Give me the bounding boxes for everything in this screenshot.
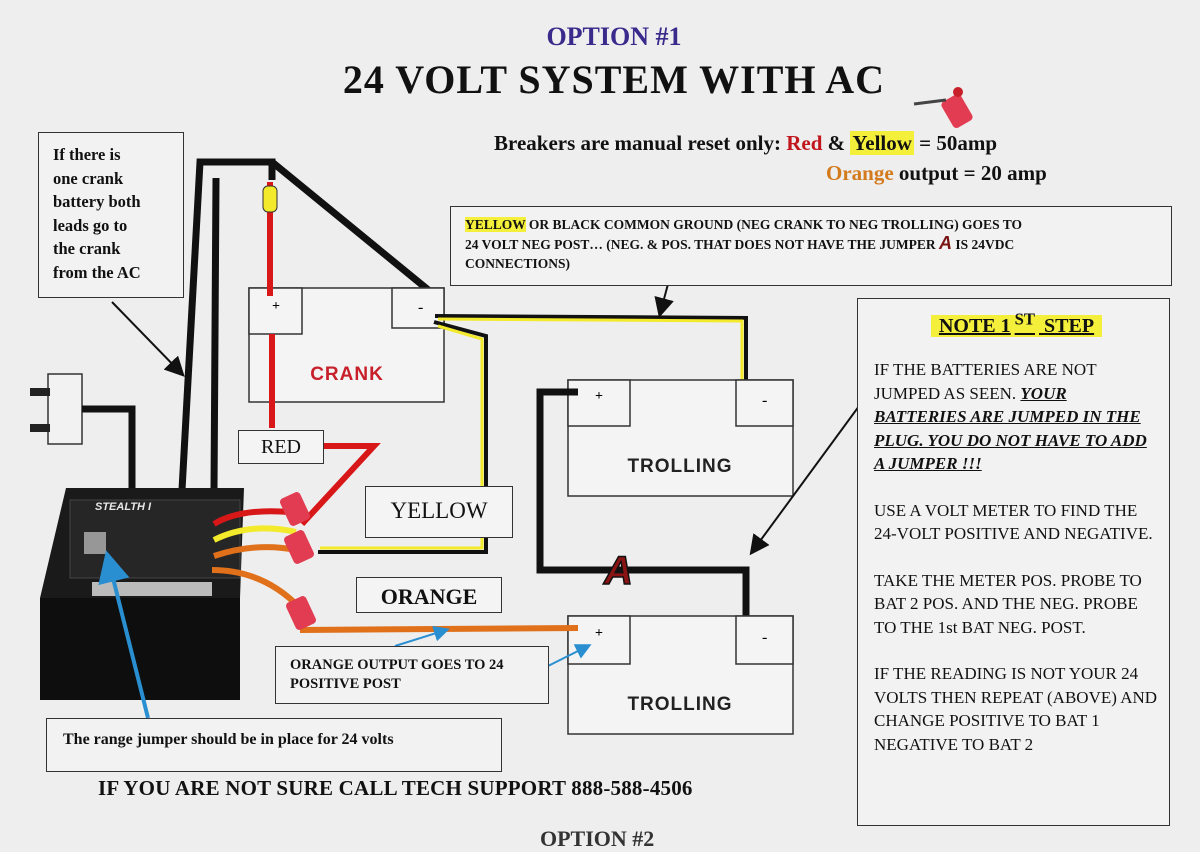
trolling2-neg-terminal: - bbox=[762, 629, 767, 646]
breaker-icon bbox=[913, 87, 973, 129]
orange-wire-label: ORANGE bbox=[356, 577, 502, 613]
crank-note-arrow bbox=[111, 301, 185, 377]
orange-note-arrow-2 bbox=[547, 644, 592, 667]
breakers-legend: Breakers are manual reset only: Red & Ye… bbox=[494, 131, 998, 155]
breakers-rating: = 50amp bbox=[919, 131, 998, 155]
orange-output-note: ORANGE OUTPUT GOES TO 24 POSITIVE POST bbox=[275, 646, 549, 704]
step-paragraph-4: IF THE READING IS NOT YOUR 24 VOLTS THEN… bbox=[874, 664, 1158, 754]
crank-battery-label: CRANK bbox=[310, 364, 384, 385]
trolling1-pos-terminal: + bbox=[595, 389, 603, 404]
next-option-title: OPTION #2 bbox=[540, 826, 655, 851]
orange-output-value: output = 20 amp bbox=[898, 161, 1047, 185]
trolling-battery-1: + - TROLLING bbox=[567, 379, 794, 497]
jumper-wire bbox=[536, 388, 750, 630]
crank-pos-terminal: + bbox=[272, 299, 280, 314]
ground-note-arrow bbox=[654, 283, 674, 318]
black-leads bbox=[178, 158, 435, 491]
breakers bbox=[280, 492, 316, 630]
ac-plug bbox=[30, 373, 136, 488]
page-title: 24 VOLT SYSTEM WITH AC bbox=[342, 57, 886, 102]
range-jumper-arrow bbox=[98, 550, 150, 719]
charger-unit: STEALTH I bbox=[40, 488, 244, 700]
step-paragraph-2: USE A VOLT METER TO FIND THE 24-VOLT POS… bbox=[874, 500, 1153, 544]
trolling-battery-2: + - TROLLING bbox=[567, 615, 794, 735]
breakers-prefix: Breakers are manual reset only bbox=[494, 131, 774, 155]
charger-output-wires bbox=[211, 508, 301, 609]
ground-note: YELLOW OR BLACK COMMON GROUND (NEG CRANK… bbox=[450, 206, 1172, 286]
red-wire-label: RED bbox=[238, 430, 324, 464]
crank-note: If there is one crank battery both leads… bbox=[38, 132, 184, 298]
step-paragraph-1: IF THE BATTERIES ARE NOT JUMPED AS SEEN.… bbox=[874, 360, 1147, 474]
trolling1-battery-label: TROLLING bbox=[627, 456, 732, 477]
breakers-orange: Orange bbox=[826, 161, 894, 185]
crank-neg-terminal: - bbox=[418, 299, 423, 316]
orange-output-legend: Orange output = 20 amp bbox=[826, 161, 1047, 186]
orange-note-arrow-1 bbox=[394, 625, 450, 647]
breakers-red: Red bbox=[786, 131, 823, 155]
step-paragraph-3: TAKE THE METER POS. PROBE TO BAT 2 POS. … bbox=[874, 570, 1142, 637]
crank-battery: + - CRANK bbox=[248, 287, 445, 403]
jumper-a-label: A bbox=[603, 549, 633, 593]
trolling1-neg-terminal: - bbox=[762, 392, 767, 409]
trolling2-battery-label: TROLLING bbox=[627, 694, 732, 715]
charger-brand: STEALTH I bbox=[95, 501, 152, 513]
breakers-yellow: Yellow bbox=[850, 131, 914, 155]
yellow-wire-label: YELLOW bbox=[365, 486, 513, 538]
orange-wire bbox=[299, 625, 579, 633]
trolling2-pos-terminal: + bbox=[595, 626, 603, 641]
red-wire bbox=[262, 182, 381, 527]
range-jumper-note: The range jumper should be in place for … bbox=[46, 718, 502, 772]
yellow-wires bbox=[318, 314, 748, 554]
tech-support-line: IF YOU ARE NOT SURE CALL TECH SUPPORT 88… bbox=[98, 776, 693, 800]
jumper-a-inline: A bbox=[938, 233, 952, 253]
option-title: OPTION #1 bbox=[546, 22, 682, 51]
